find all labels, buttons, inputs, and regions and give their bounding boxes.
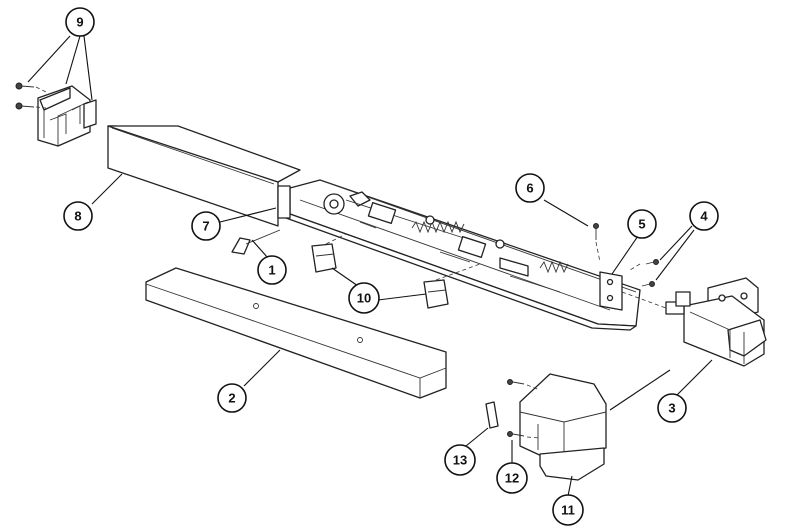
mechanism-channel	[277, 179, 641, 331]
callout-9: 9	[65, 7, 95, 37]
callout-1: 1	[257, 255, 287, 285]
callout-label: 12	[505, 471, 519, 486]
callout-label: 5	[638, 217, 645, 232]
callout-label: 10	[357, 291, 371, 306]
callout-11: 11	[552, 494, 584, 526]
callout-12: 12	[496, 462, 528, 494]
callout-label: 2	[228, 391, 235, 406]
callout-10: 10	[348, 282, 380, 314]
callout-label: 8	[74, 209, 81, 224]
clip-part	[423, 279, 449, 309]
screw-part	[593, 223, 599, 240]
assembly-lines	[35, 86, 667, 439]
callout-label: 13	[453, 453, 467, 468]
callout-label: 7	[202, 219, 209, 234]
screw-part	[15, 82, 35, 110]
mounting-plate-part	[599, 271, 623, 311]
callout-3: 3	[657, 393, 687, 423]
lever-part	[231, 229, 281, 255]
insert-part	[485, 401, 499, 429]
screw-part	[641, 259, 659, 287]
callout-6: 6	[515, 173, 545, 203]
callout-label: 4	[700, 209, 708, 224]
callout-5: 5	[627, 209, 657, 239]
screw-part	[507, 379, 525, 437]
callout-label: 3	[668, 401, 675, 416]
cover-bar-part	[145, 267, 447, 399]
callout-4: 4	[689, 201, 719, 231]
callout-label: 1	[268, 263, 275, 278]
callout-label: 9	[76, 15, 83, 30]
latch-assembly-part	[665, 277, 767, 367]
spring-part	[411, 220, 569, 274]
callout-13: 13	[444, 444, 476, 476]
callout-label: 11	[561, 503, 575, 518]
callout-7: 7	[191, 211, 221, 241]
end-cap-part	[37, 85, 97, 147]
callout-label: 6	[526, 181, 533, 196]
leader-lines	[27, 35, 713, 497]
housing-part	[107, 125, 301, 227]
callout-2: 2	[217, 383, 247, 413]
callout-8: 8	[63, 201, 93, 231]
clip-part	[311, 243, 337, 273]
latch-cover-part	[519, 373, 607, 481]
